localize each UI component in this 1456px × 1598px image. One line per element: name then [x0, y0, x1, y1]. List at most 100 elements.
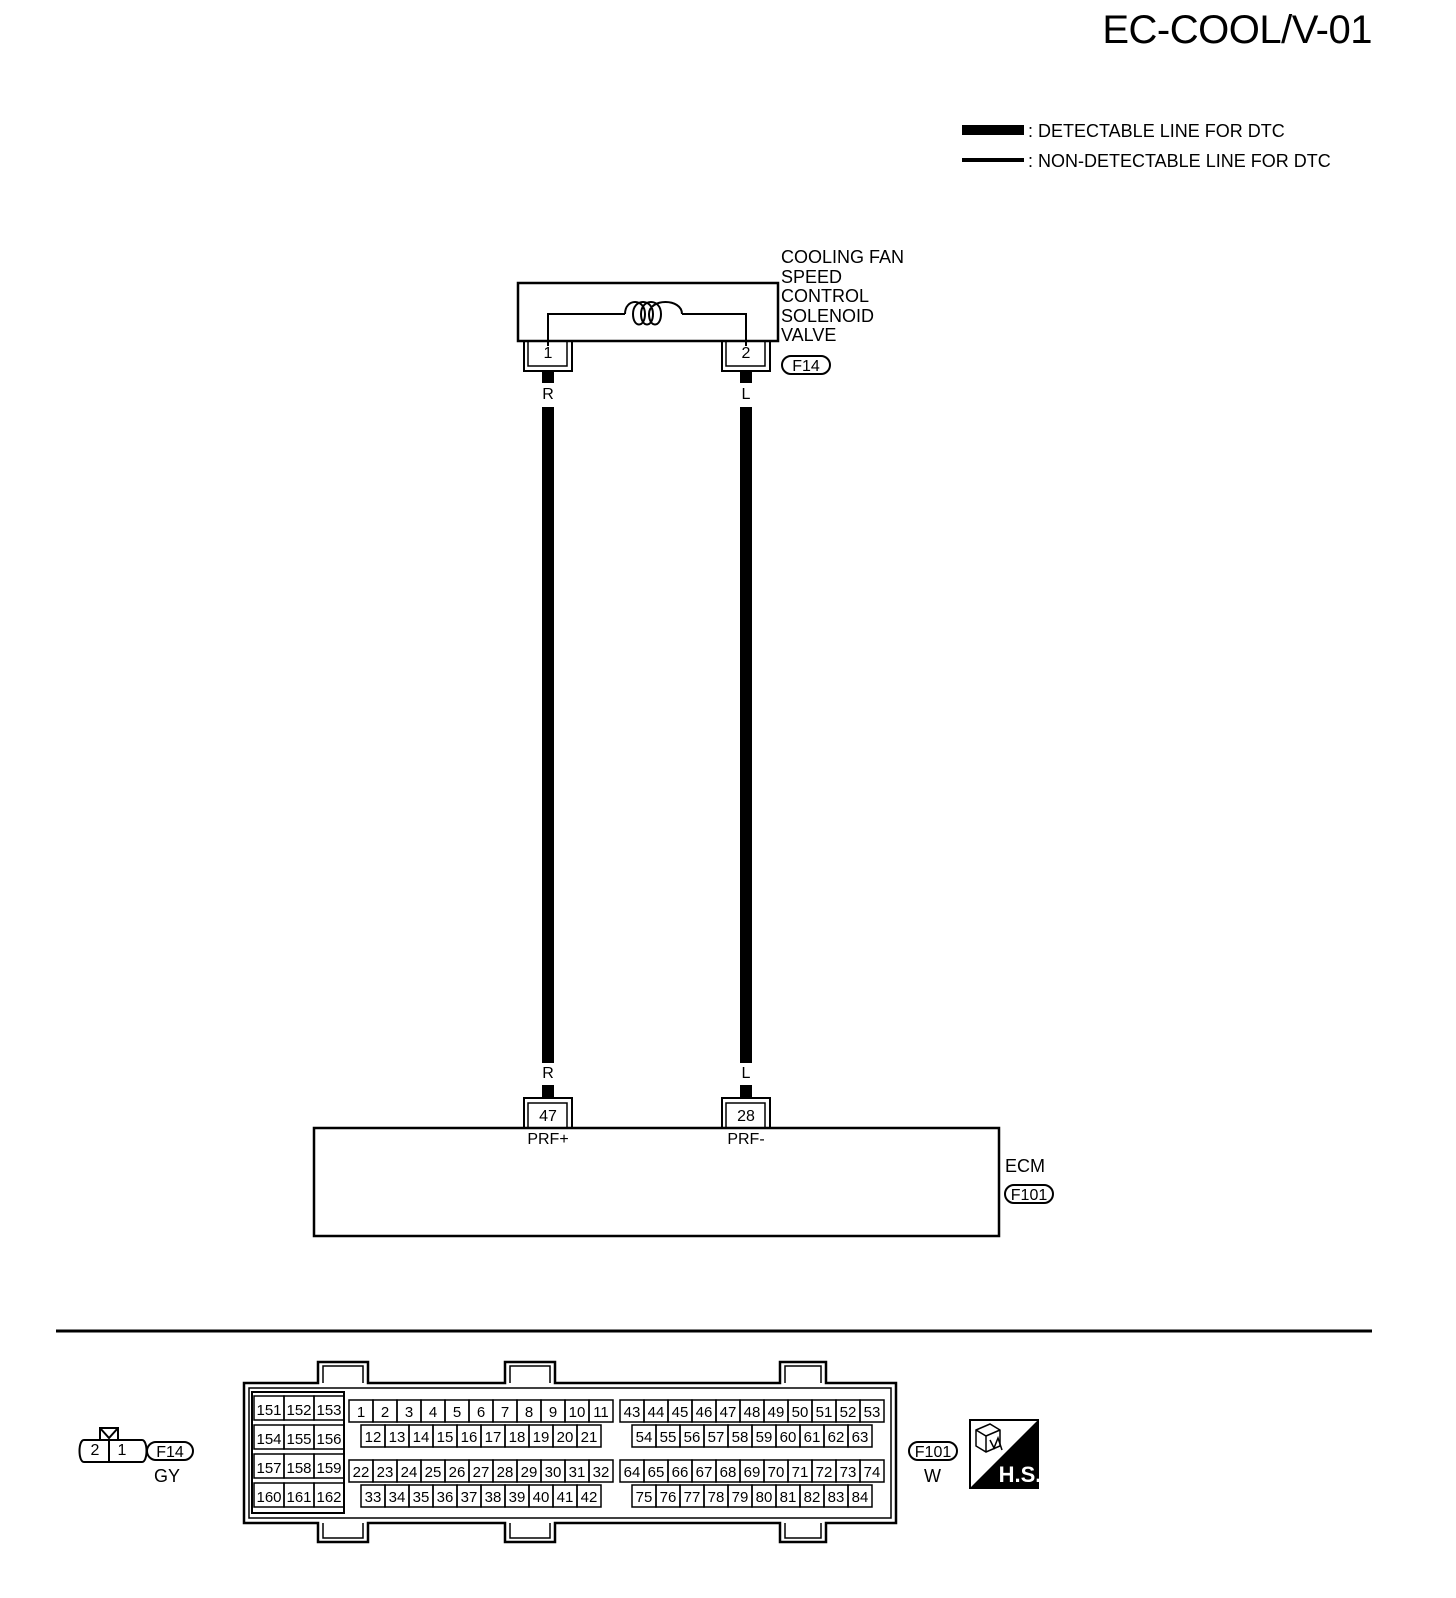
ecm-terminal-47-housing-inner: [527, 1102, 568, 1128]
legend-detectable-text: : DETECTABLE LINE FOR DTC: [1028, 121, 1285, 141]
f101-pin-152: 152: [286, 1402, 311, 1419]
legend-non-detectable-text: : NON-DETECTABLE LINE FOR DTC: [1028, 151, 1331, 171]
solenoid-terminal-1: 1: [543, 345, 553, 362]
f101-pin-13: 13: [389, 1429, 406, 1446]
f101-pin-32-cell: [588, 1459, 614, 1483]
f101-pin-26: 26: [449, 1464, 466, 1481]
f101-pin-67: 67: [696, 1464, 713, 1481]
f101-pin-50: 50: [792, 1404, 809, 1421]
f101-pin-47: 47: [720, 1404, 737, 1421]
f101-pin-11-cell: [588, 1399, 614, 1423]
solenoid-label: COOLING FAN SPEED CONTROL SOLENOID VALVE: [781, 247, 905, 346]
f101-connector-inner: [248, 1387, 892, 1519]
f101-pin-77: 77: [684, 1489, 701, 1506]
f101-pin-73: 73: [840, 1464, 857, 1481]
f101-bottom-tab-3: [784, 1523, 822, 1539]
f101-pin-153-cell: [313, 1395, 345, 1421]
f101-group-small-frame: [251, 1391, 345, 1514]
wire-r-bottom-stub: [542, 1085, 554, 1099]
f101-pin-36: 36: [437, 1489, 454, 1506]
solenoid-label-line-3: CONTROL: [781, 286, 870, 306]
f101-pin-5: 5: [453, 1404, 461, 1421]
f101-pin-154: 154: [256, 1431, 281, 1448]
f101-connector-outline: [242, 1360, 898, 1544]
f101-pin-40: 40: [533, 1489, 550, 1506]
f101-pin-162-cell: [313, 1482, 345, 1508]
f101-pin-84-cell: [847, 1484, 873, 1508]
f101-pin-2: 2: [381, 1404, 389, 1421]
f101-pin-156: 156: [316, 1431, 341, 1448]
f101-pin-53: 53: [864, 1404, 881, 1421]
wire-l-color-top: L: [741, 386, 751, 403]
wire-r-main: [542, 407, 554, 1063]
f101-pin-63-cell: [847, 1424, 873, 1448]
f101-pin-7: 7: [501, 1404, 509, 1421]
f101-pin-74: 74: [864, 1464, 881, 1481]
f101-pin-51: 51: [816, 1404, 833, 1421]
f101-pin-31: 31: [569, 1464, 586, 1481]
solenoid-coil-loops: [624, 301, 683, 326]
f14-pin-1: 1: [117, 1442, 127, 1459]
f101-pin-57: 57: [708, 1429, 725, 1446]
f101-pin-74-cell: [859, 1459, 885, 1483]
f101-pin-24: 24: [401, 1464, 418, 1481]
f101-pin-58: 58: [732, 1429, 749, 1446]
solenoid-label-line-4: SOLENOID: [781, 305, 875, 326]
f101-pin-84: 84: [852, 1489, 869, 1506]
f101-pin-60: 60: [780, 1429, 797, 1446]
f101-pin-69: 69: [744, 1464, 761, 1481]
f101-pin-66: 66: [672, 1464, 689, 1481]
f14-color: GY: [154, 1466, 181, 1486]
f101-pin-11: 11: [593, 1404, 609, 1421]
solenoid-label-line-1: COOLING FAN: [781, 247, 905, 267]
f101-pin-45: 45: [672, 1404, 689, 1421]
f101-pin-35: 35: [413, 1489, 430, 1506]
f101-pin-23: 23: [377, 1464, 394, 1481]
f101-pin-48: 48: [744, 1404, 761, 1421]
f101-top-tab-2: [509, 1365, 551, 1383]
solenoid-label-line-2: SPEED: [781, 266, 843, 287]
legend: : DETECTABLE LINE FOR DTC : NON-DETECTAB…: [960, 118, 1380, 178]
ecm-terminal-47-housing: [523, 1097, 573, 1128]
legend-thick-line: [962, 125, 1024, 135]
wire-l-color-bottom: L: [741, 1065, 751, 1082]
f101-pin-19: 19: [533, 1429, 550, 1446]
f101-pin-12: 12: [365, 1429, 382, 1446]
f101-pin-80: 80: [756, 1489, 773, 1506]
f101-pin-42: 42: [581, 1489, 598, 1506]
f14-connector-outline: [78, 1439, 148, 1463]
solenoid-coil: [547, 313, 747, 346]
f101-bottom-tab-2: [509, 1523, 551, 1539]
f101-pin-78: 78: [708, 1489, 725, 1506]
f101-pin-151: 151: [256, 1402, 281, 1419]
f101-pin-71: 71: [792, 1464, 809, 1481]
f101-pin-61: 61: [804, 1429, 821, 1446]
ecm-terminal-28-housing: [721, 1097, 771, 1128]
f101-pin-155: 155: [286, 1431, 311, 1448]
f101-top-tab-1: [322, 1365, 364, 1383]
f101-pin-41: 41: [557, 1489, 574, 1506]
f101-pin-79: 79: [732, 1489, 749, 1506]
solenoid-body: [516, 281, 780, 343]
f101-pin-21-cell: [576, 1424, 602, 1448]
f101-pin-20: 20: [557, 1429, 574, 1446]
ecm-terminal-28-housing-inner: [725, 1102, 766, 1128]
f101-pin-161: 161: [286, 1489, 311, 1506]
f101-pin-81: 81: [780, 1489, 797, 1506]
f101-pin-158: 158: [286, 1460, 311, 1477]
f101-pin-38: 38: [485, 1489, 502, 1506]
f101-bottom-tab-1: [322, 1523, 364, 1539]
f101-top-tab-3: [784, 1365, 822, 1383]
f101-pin-72: 72: [816, 1464, 833, 1481]
f101-pin-53-cell: [859, 1399, 885, 1423]
f101-pin-3: 3: [405, 1404, 413, 1421]
f101-pin-55: 55: [660, 1429, 677, 1446]
terminal-2-housing-inner: [725, 341, 766, 367]
f101-pin-153: 153: [316, 1402, 341, 1419]
f101-pin-9: 9: [549, 1404, 557, 1421]
f101-pin-42-cell: [576, 1484, 602, 1508]
f101-pin-159: 159: [316, 1460, 341, 1477]
f101-pin-10: 10: [569, 1404, 586, 1421]
